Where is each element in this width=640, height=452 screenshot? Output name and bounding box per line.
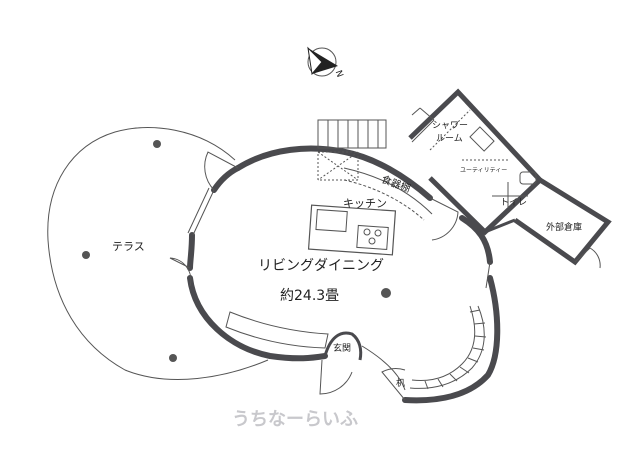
door-swing[interactable]: [485, 261, 491, 289]
window: [187, 187, 210, 234]
storage-block: [484, 177, 612, 269]
label-shower-2: ルーム: [436, 133, 463, 144]
window: [192, 189, 215, 236]
entrance-wall: [323, 331, 363, 361]
door-swing[interactable]: [169, 257, 192, 287]
terrace-outline: [47, 127, 269, 380]
north-arrow-icon: N: [307, 46, 345, 79]
terrace-post: [82, 251, 90, 259]
label-entrance: 玄関: [333, 342, 351, 354]
north-label: N: [333, 69, 345, 79]
terrace-post: [169, 354, 177, 362]
pantry-cabinet: [343, 167, 433, 215]
label-living: リビングダイニング: [258, 258, 384, 274]
label-shower-1: シャワー: [432, 121, 468, 131]
label-terrace: テラス: [112, 240, 145, 253]
living-wall: [459, 215, 493, 265]
label-desk: 机: [396, 377, 405, 389]
pantry-cabinet: [343, 179, 425, 221]
label-toilet: トイレ: [500, 198, 527, 208]
watermark: うちなーらいふ: [232, 409, 358, 430]
column: [381, 288, 391, 298]
bench: [225, 311, 329, 349]
desk-door[interactable]: [381, 368, 406, 401]
stairs-curved: [361, 305, 487, 391]
label-storage: 外部倉庫: [546, 221, 582, 233]
living-wall: [187, 232, 195, 271]
kitchen-counter: [307, 204, 397, 256]
door-swing[interactable]: [204, 151, 239, 191]
living-wall: [211, 165, 241, 193]
label-kitchen: キッチン: [343, 197, 387, 210]
label-area: 約24.3畳: [280, 288, 339, 304]
door-swing[interactable]: [429, 197, 459, 241]
terrace-post: [153, 140, 161, 148]
living-wall: [402, 275, 501, 404]
entrance-door[interactable]: [319, 359, 353, 395]
label-utility: ユーティリティー: [460, 167, 507, 174]
stairs-top: [317, 119, 387, 181]
living-wall: [235, 145, 433, 201]
living-wall: [187, 275, 328, 362]
